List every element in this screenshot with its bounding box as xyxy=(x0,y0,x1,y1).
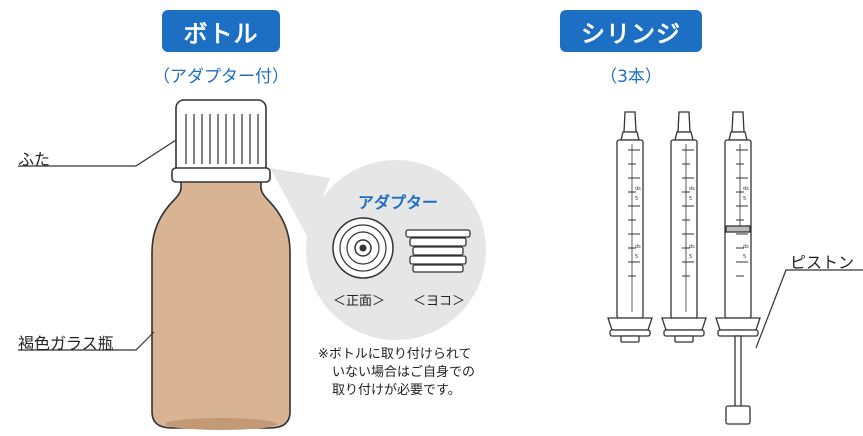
syringe-scale-mark: 5 xyxy=(743,254,746,260)
syringe-scale-mark: 5 xyxy=(689,196,692,202)
adapter-note-line-1: ※ボトルに取り付けられて xyxy=(318,347,472,362)
adapter-side-label: ＜ヨコ＞ xyxy=(413,294,466,309)
adapter-note-line-2: いない場合はご自身での xyxy=(332,365,476,380)
syringe: ds 5 ds 5 xyxy=(715,111,761,425)
adapter-side-view xyxy=(405,229,471,273)
syringe-scale-mark: 5 xyxy=(689,254,692,260)
glass-bottle-label: 褐色ガラス瓶 xyxy=(18,334,114,353)
syringe-scale-mark: ds xyxy=(635,244,641,250)
cap-label: ふた xyxy=(18,150,51,169)
syringe-scale-mark: ds xyxy=(743,244,749,250)
syringe-scale-mark: ds xyxy=(689,244,695,250)
syringe-subtitle: （3本） xyxy=(600,67,662,87)
syringe-scale-mark: ds xyxy=(743,186,749,192)
syringes-illustration: ds 5 ds 5 ds 5 ds 5 ds 5 ds 5 xyxy=(607,111,761,425)
syringe-scale-mark: ds xyxy=(635,186,641,192)
syringe-scale-mark: ds xyxy=(689,186,695,192)
syringe: ds 5 ds 5 xyxy=(661,111,707,343)
piston-label: ピストン xyxy=(790,253,855,272)
syringe-scale-mark: 5 xyxy=(635,254,638,260)
bottle-title: ボトル xyxy=(162,10,280,52)
leader-lines xyxy=(18,139,863,351)
adapter-title: アダプター xyxy=(358,193,439,212)
adapter-note-line-3: 取り付けが必要です。 xyxy=(332,383,461,398)
bottle-subtitle: （アダプター付） xyxy=(153,67,289,87)
syringe: ds 5 ds 5 xyxy=(607,111,653,343)
bottle-illustration xyxy=(151,99,291,430)
adapter-front-view xyxy=(332,217,394,279)
syringe-title: シリンジ xyxy=(560,10,702,52)
adapter-front-label: ＜正面＞ xyxy=(333,294,386,309)
syringe-scale-mark: 5 xyxy=(743,196,746,202)
adapter-callout xyxy=(270,160,486,340)
adapter-note: ※ボトルに取り付けられて いない場合はご自身での 取り付けが必要です。 xyxy=(318,346,475,400)
syringe-scale-mark: 5 xyxy=(635,196,638,202)
